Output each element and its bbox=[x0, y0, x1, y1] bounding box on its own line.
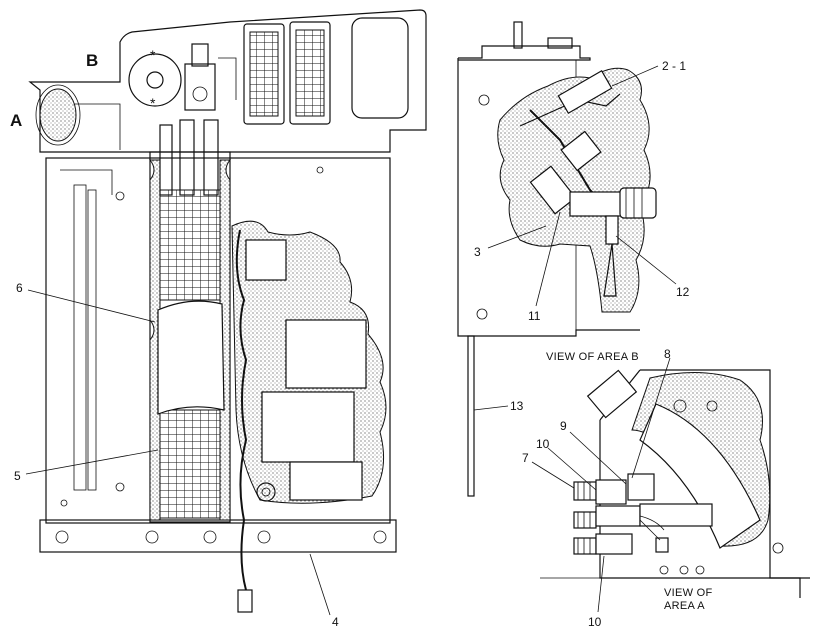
callout-7: 7 bbox=[522, 451, 529, 465]
leader-13 bbox=[473, 405, 509, 411]
wire-harness bbox=[235, 229, 248, 591]
leader-12 bbox=[615, 235, 677, 285]
callout-12: 12 bbox=[676, 285, 690, 299]
upper-housing bbox=[28, 9, 427, 153]
callout-8: 8 bbox=[664, 347, 671, 361]
caption-view-area-a-line1: VIEW OF bbox=[664, 587, 713, 599]
leader-8 bbox=[631, 357, 671, 479]
leader-6 bbox=[27, 289, 156, 323]
callout-9: 9 bbox=[560, 419, 567, 433]
svg-text:*: * bbox=[150, 95, 156, 111]
callout-13: 13 bbox=[510, 399, 524, 413]
leader-5 bbox=[25, 449, 159, 475]
control-knob bbox=[128, 53, 182, 107]
heater-core-lower bbox=[159, 409, 221, 519]
leader-10-bottom bbox=[597, 555, 605, 613]
leader-3 bbox=[487, 225, 547, 249]
callout-2-1: 2 - 1 bbox=[662, 59, 686, 73]
view-area-a bbox=[531, 357, 810, 613]
band-clamp bbox=[157, 300, 225, 415]
area-marker-a: A bbox=[10, 111, 22, 130]
vent-area-a bbox=[39, 88, 77, 142]
leader-2-1 bbox=[611, 65, 659, 87]
leader-4 bbox=[309, 553, 331, 616]
leader-7 bbox=[531, 461, 575, 489]
callout-10-bottom: 10 bbox=[588, 615, 602, 629]
callout-10-top: 10 bbox=[536, 437, 550, 451]
main-view: * * bbox=[25, 9, 427, 616]
callout-4: 4 bbox=[332, 615, 339, 629]
leader-9 bbox=[569, 431, 627, 485]
callout-5: 5 bbox=[14, 469, 21, 483]
svg-text:*: * bbox=[150, 47, 156, 63]
area-marker-b: B bbox=[86, 51, 98, 70]
callout-11: 11 bbox=[528, 309, 541, 323]
base-plate bbox=[39, 519, 397, 553]
rod-13 bbox=[467, 335, 475, 497]
heater-core-upper bbox=[159, 189, 221, 301]
view-area-b bbox=[457, 21, 677, 497]
caption-view-area-b: VIEW OF AREA B bbox=[546, 351, 639, 363]
caption-view-area-a-line2: AREA A bbox=[664, 600, 705, 612]
leader-11 bbox=[535, 211, 561, 307]
callout-6: 6 bbox=[16, 281, 23, 295]
callout-3: 3 bbox=[474, 245, 481, 259]
leader-10-top bbox=[547, 447, 597, 491]
